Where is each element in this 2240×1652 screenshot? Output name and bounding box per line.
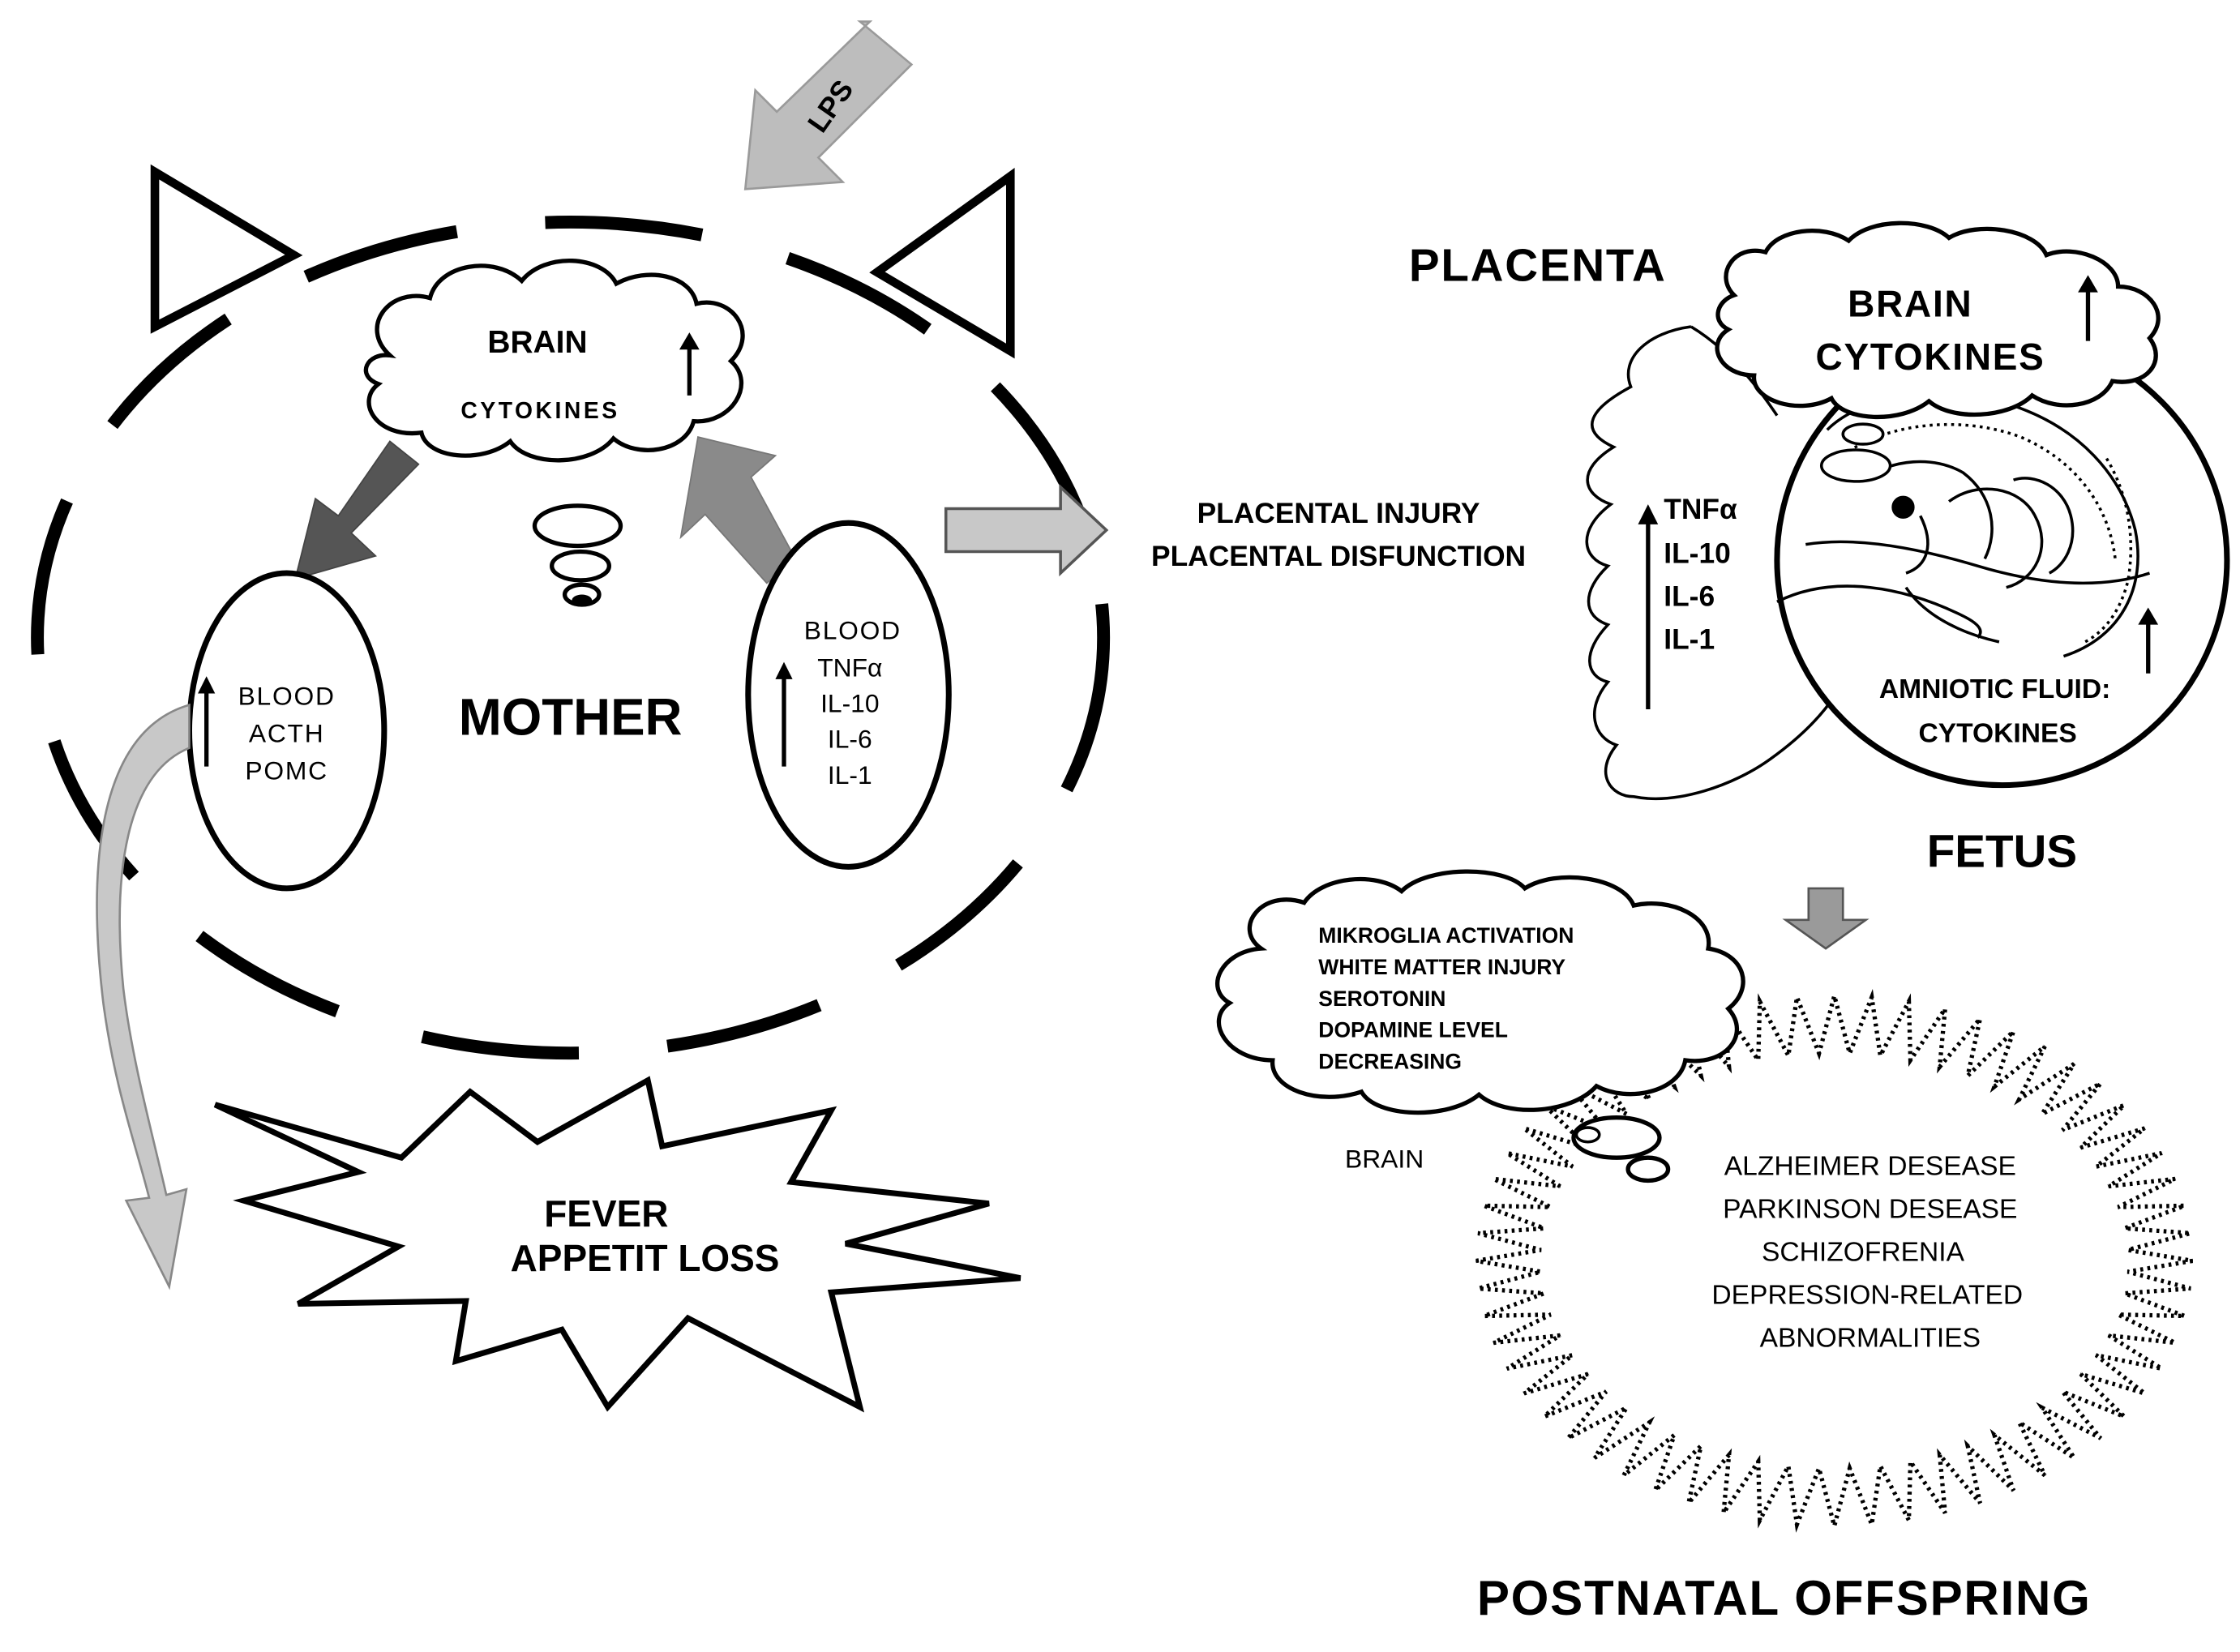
right-oval-line-3: IL-10 <box>820 688 879 717</box>
mother-brain-label: BRAIN <box>487 325 587 360</box>
right-oval <box>745 520 952 870</box>
amniotic-up-arrow <box>2138 607 2159 674</box>
fetus-thought-bubble-1 <box>1819 448 1892 483</box>
right-oval-line-1: BLOOD <box>804 615 902 644</box>
lps-arrow: LPS <box>743 20 914 190</box>
mother-cytokines-label: CYTOKINES <box>460 397 619 423</box>
left-triangle-shape <box>150 164 303 334</box>
right-oval-line-2: TNFα <box>817 653 882 682</box>
mother-brain-up-arrow <box>679 332 700 396</box>
fetus-brain-cloud <box>1715 220 2161 420</box>
offspring-thought-bubble-3 <box>1574 1126 1601 1144</box>
fetus-brain-label: BRAIN <box>1848 283 1972 325</box>
placenta-up-arrow <box>1638 504 1659 709</box>
placenta-cytokine-1: TNFα <box>1664 494 1737 525</box>
right-oval-to-brain-arrow <box>679 436 797 584</box>
mother-to-placenta-arrow <box>944 483 1109 577</box>
offspring-brain-line-3: SEROTONIN <box>1318 986 1446 1011</box>
offspring-thought-bubble-2 <box>1625 1155 1671 1183</box>
disease-line-3: SCHIZOFRENIA <box>1762 1237 1965 1267</box>
brain-to-left-oval-arrow <box>294 440 420 580</box>
left-oval-line-3: POMC <box>245 756 328 785</box>
disease-line-5: ABNORMALITIES <box>1760 1324 1981 1354</box>
disease-line-4: DEPRESSION-RELATED <box>1711 1280 2023 1310</box>
left-oval-line-1: BLOOD <box>238 682 336 711</box>
left-oval-up-arrow <box>198 676 216 767</box>
mother-label: MOTHER <box>459 689 683 747</box>
mother-dashed-ellipse <box>31 216 1111 1060</box>
oval-to-fever-curved-arrow <box>96 703 191 1290</box>
placenta-label: PLACENTA <box>1409 239 1667 290</box>
right-oval-line-4: IL-6 <box>828 725 872 754</box>
fetus-brain-up-arrow <box>2078 275 2098 341</box>
mother-thought-bubble-2 <box>550 549 612 583</box>
right-oval-up-arrow <box>775 661 793 767</box>
mother-brain-cloud <box>363 259 745 463</box>
amniotic-line-2: CYTOKINES <box>1918 719 2076 749</box>
right-oval-line-5: IL-1 <box>828 760 872 790</box>
right-triangle-shape <box>869 168 1015 359</box>
placenta-cytokine-3: IL-6 <box>1664 581 1715 613</box>
disease-line-1: ALZHEIMER DESEASE <box>1724 1151 2016 1181</box>
mother-thought-bubble-1 <box>532 503 623 549</box>
offspring-brain-label: BRAIN <box>1345 1145 1424 1174</box>
left-oval-line-2: ACTH <box>249 719 325 748</box>
placenta-cytokine-2: IL-10 <box>1664 538 1731 570</box>
placental-injury-line-1: PLACENTAL INJURY <box>1197 498 1480 529</box>
placental-injury-line-2: PLACENTAL DISFUNCTION <box>1151 541 1526 572</box>
offspring-brain-cloud <box>1215 869 1745 1115</box>
offspring-label: POSTNATAL OFFSPRING <box>1477 1571 2092 1625</box>
offspring-brain-line-5: DECREASING <box>1318 1050 1462 1074</box>
fetus-to-offspring-arrow <box>1782 887 1870 950</box>
offspring-zigzag-ring <box>1475 987 2193 1534</box>
fever-line-1: FEVER <box>544 1192 668 1235</box>
mother-thought-bubble-4 <box>572 594 593 606</box>
fever-line-2: APPETIT LOSS <box>511 1237 780 1279</box>
fever-starburst <box>213 1076 1021 1413</box>
fetus-label: FETUS <box>1927 825 2077 876</box>
offspring-brain-line-1: MIKROGLIA ACTIVATION <box>1318 923 1574 948</box>
disease-line-2: PARKINSON DESEASE <box>1723 1194 2017 1224</box>
fetus-cytokines-label: CYTOKINES <box>1816 336 2045 378</box>
offspring-brain-line-2: WHITE MATTER INJURY <box>1318 955 1565 979</box>
placenta-cytokine-4: IL-1 <box>1664 624 1715 656</box>
offspring-brain-line-4: DOPAMINE LEVEL <box>1318 1018 1508 1042</box>
fetus-thought-bubble-2 <box>1841 422 1885 446</box>
zigzag-path <box>1475 987 2193 1534</box>
amniotic-line-1: AMNIOTIC FLUID: <box>1879 674 2110 704</box>
